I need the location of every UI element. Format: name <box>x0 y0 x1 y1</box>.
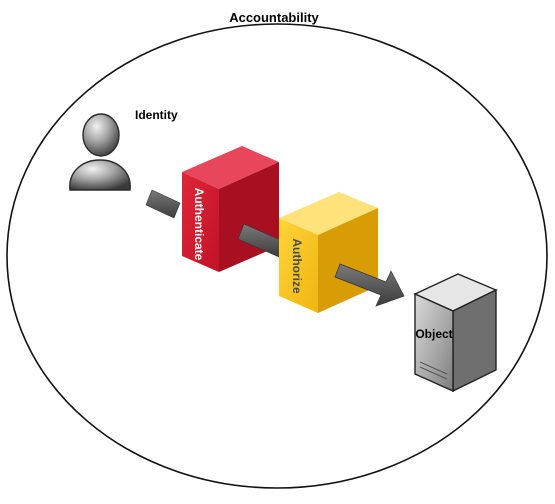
user-silhouette-icon <box>69 113 131 191</box>
object-label: Object <box>415 327 452 341</box>
flow-arrow-3 <box>334 263 405 307</box>
authenticate-block: Authenticate <box>182 146 279 272</box>
authenticate-label: Authenticate <box>192 188 206 261</box>
flow-arrow-1 <box>145 189 181 219</box>
server-tower-icon <box>413 273 498 393</box>
identity-label: Identity <box>135 108 178 122</box>
authorize-label: Authorize <box>290 238 304 294</box>
diagram-title: Accountability <box>229 10 319 25</box>
